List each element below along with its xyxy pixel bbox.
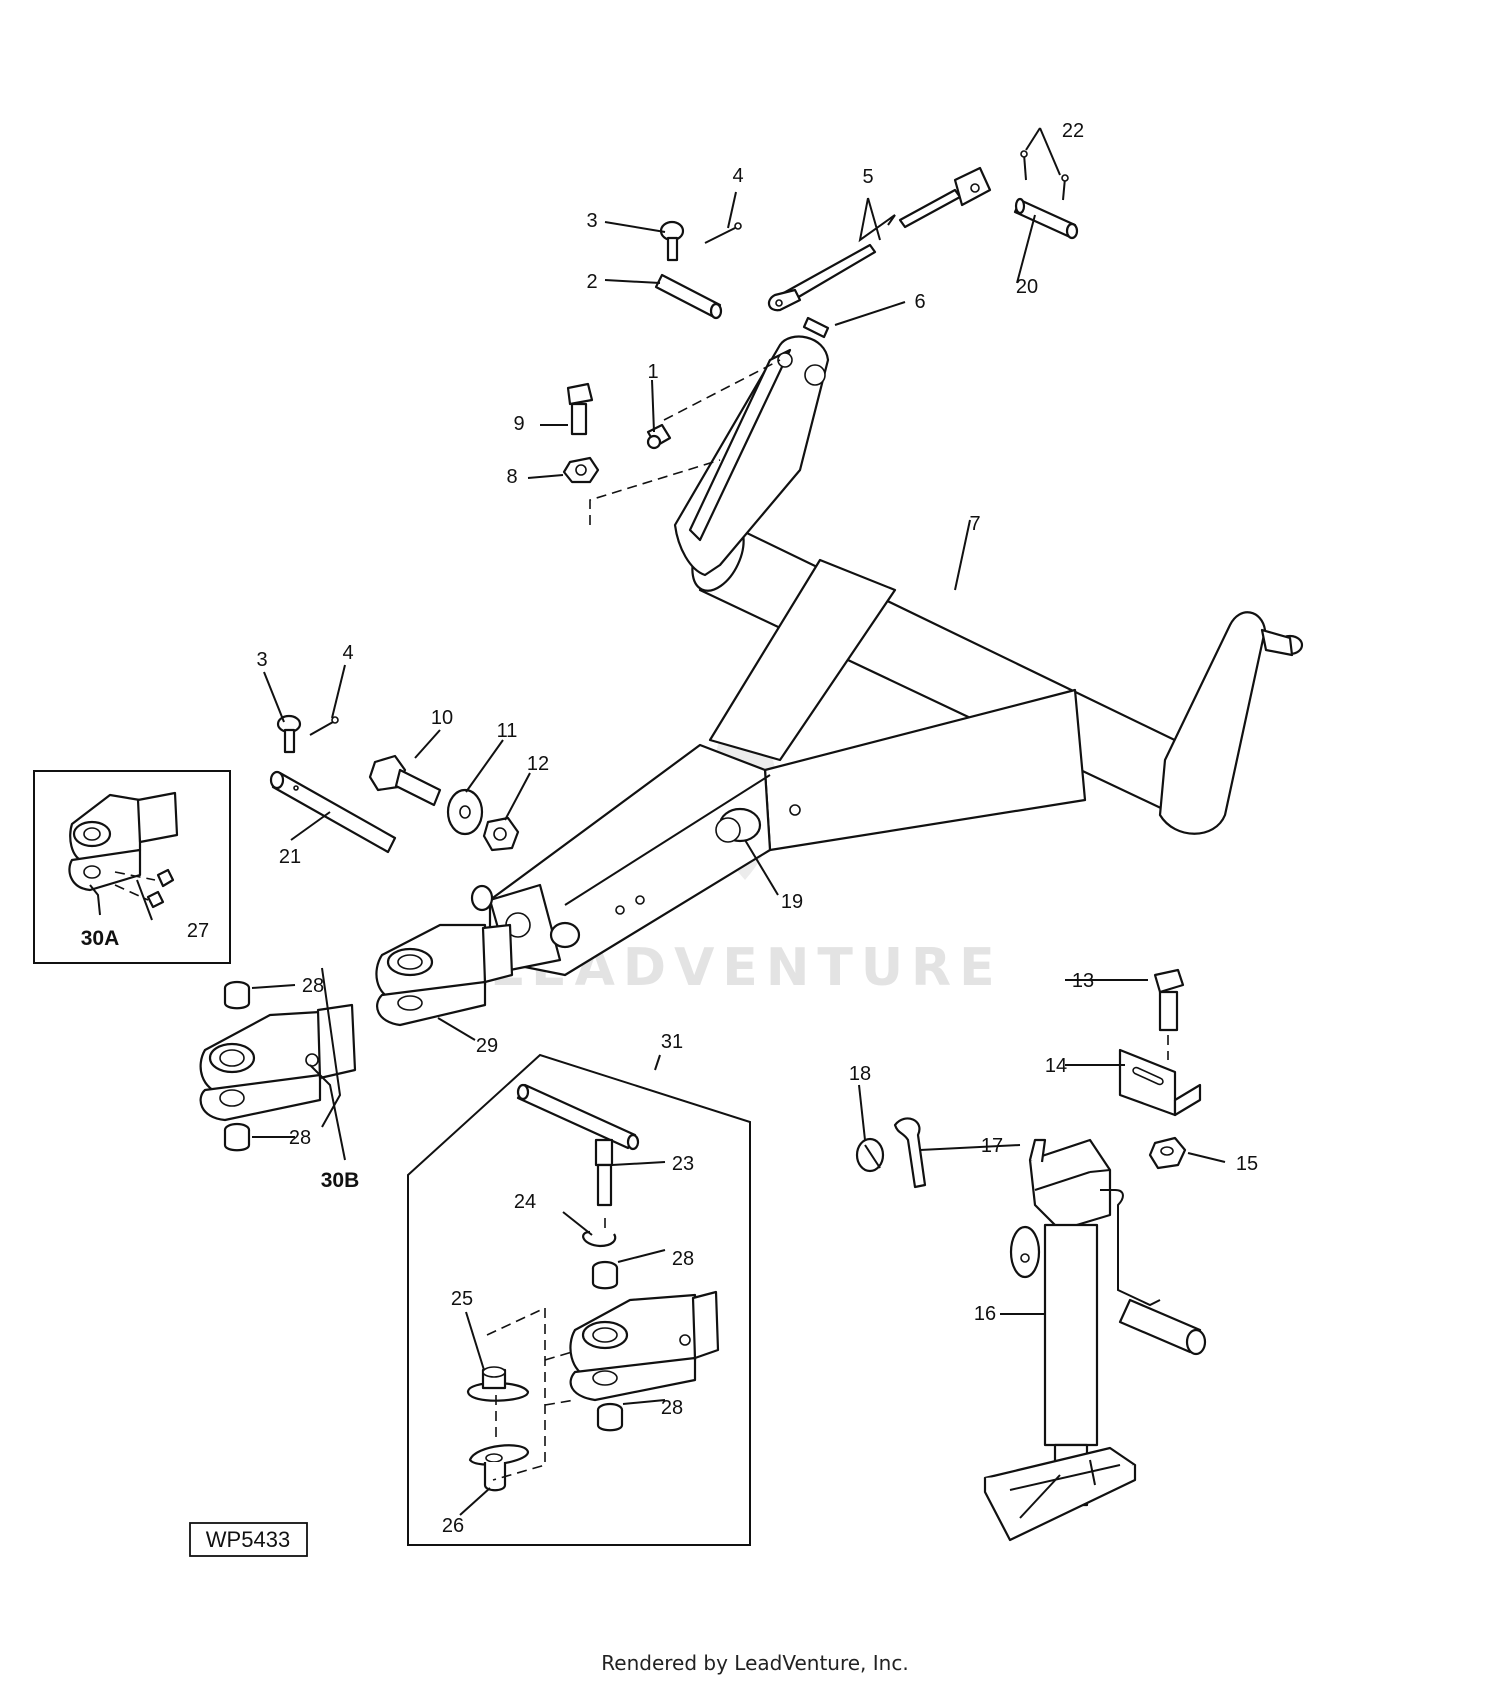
callout-labels: 1 2 3 3 4 4 5 6 7 8 9 10 11 12 13 14 15 … bbox=[81, 120, 1258, 1537]
callout-24: 24 bbox=[514, 1191, 536, 1213]
callout-30b: 30B bbox=[321, 1169, 360, 1192]
callout-3: 3 bbox=[586, 210, 597, 232]
bracket-part-14 bbox=[1118, 1048, 1202, 1117]
callout-31: 31 bbox=[661, 1031, 683, 1053]
clip-part-18 bbox=[855, 1137, 885, 1173]
callout-4: 4 bbox=[342, 642, 353, 664]
bolt-part-9 bbox=[566, 382, 594, 436]
cotter-pin-part-4-top bbox=[704, 222, 742, 244]
callout-28: 28 bbox=[302, 975, 324, 997]
callout-8: 8 bbox=[506, 466, 517, 488]
bushing-part-28-b bbox=[223, 1122, 251, 1152]
bolt-part-10 bbox=[368, 754, 442, 807]
washer-part-11 bbox=[446, 788, 484, 836]
pin-part-20 bbox=[1013, 197, 1079, 240]
callout-21: 21 bbox=[279, 846, 301, 868]
nut-part-8 bbox=[562, 456, 600, 484]
callout-1: 1 bbox=[647, 361, 658, 383]
callout-2: 2 bbox=[586, 271, 597, 293]
callout-28: 28 bbox=[661, 1397, 683, 1419]
callout-23: 23 bbox=[672, 1153, 694, 1175]
callout-11: 11 bbox=[497, 720, 518, 742]
callout-17: 17 bbox=[981, 1135, 1003, 1157]
callout-16: 16 bbox=[974, 1303, 996, 1325]
bushing-part-28-a bbox=[223, 980, 251, 1010]
clevis-pin-part-3-top bbox=[659, 220, 685, 262]
nut-part-12 bbox=[482, 816, 520, 852]
callout-5: 5 bbox=[862, 166, 873, 188]
box-30a bbox=[33, 770, 231, 964]
callout-7: 7 bbox=[969, 513, 980, 535]
roll-pin-part-6 bbox=[802, 316, 830, 339]
cotter-pins-part-22 bbox=[1020, 150, 1069, 201]
callout-12: 12 bbox=[527, 753, 549, 775]
a-frame-part-7 bbox=[470, 335, 1304, 977]
footer-credit: Rendered by LeadVenture, Inc. bbox=[601, 1651, 908, 1675]
callout-27: 27 bbox=[187, 920, 209, 942]
clevis-part-30b bbox=[199, 1003, 357, 1122]
box-31 bbox=[407, 1053, 751, 1546]
callout-26: 26 bbox=[442, 1515, 464, 1537]
lift-link-part-5 bbox=[767, 166, 992, 312]
pin-part-21 bbox=[269, 770, 397, 854]
callout-3: 3 bbox=[256, 649, 267, 671]
clevis-part-29 bbox=[375, 923, 514, 1027]
callout-13: 13 bbox=[1072, 970, 1094, 992]
callout-30a: 30A bbox=[81, 927, 120, 950]
grease-fitting-part-1 bbox=[646, 423, 672, 450]
callout-19: 19 bbox=[781, 891, 803, 913]
figure-code-box: WP5433 bbox=[189, 1522, 308, 1557]
callout-18: 18 bbox=[849, 1063, 871, 1085]
nut-part-15 bbox=[1148, 1136, 1187, 1170]
callout-4: 4 bbox=[732, 165, 743, 187]
callout-29: 29 bbox=[476, 1035, 498, 1057]
callout-25: 25 bbox=[451, 1288, 473, 1310]
callout-9: 9 bbox=[513, 413, 524, 435]
callout-28: 28 bbox=[672, 1248, 694, 1270]
bolt-part-13 bbox=[1153, 968, 1185, 1032]
pin-part-2 bbox=[654, 273, 723, 320]
leader-lines bbox=[89, 127, 1226, 1516]
callout-6: 6 bbox=[914, 291, 925, 313]
jack-part-16 bbox=[983, 1138, 1207, 1542]
figure-code: WP5433 bbox=[206, 1527, 290, 1552]
callout-10: 10 bbox=[431, 707, 453, 729]
callout-15: 15 bbox=[1236, 1153, 1258, 1175]
pin-part-17 bbox=[893, 1117, 927, 1189]
callout-20: 20 bbox=[1016, 276, 1038, 298]
callout-14: 14 bbox=[1045, 1055, 1067, 1077]
callout-22: 22 bbox=[1062, 120, 1084, 142]
callout-28: 28 bbox=[289, 1127, 311, 1149]
clevis-pin-part-3-left bbox=[276, 714, 302, 754]
cotter-pin-part-4-left bbox=[309, 716, 339, 736]
